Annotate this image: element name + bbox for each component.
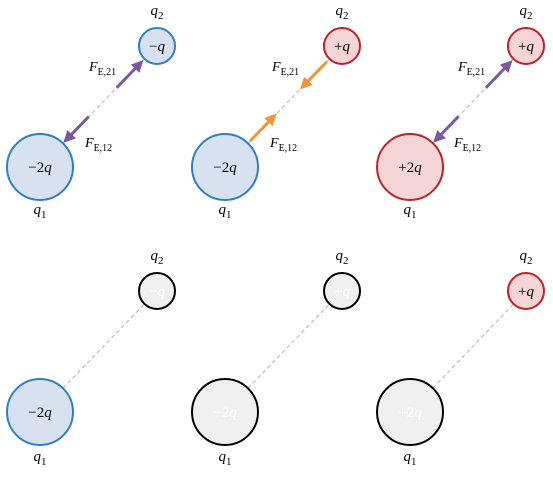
label-q1: q1 [404, 202, 417, 221]
panel-4: −2q −q q1 q2 [6, 248, 176, 468]
charge-q1 [6, 133, 74, 201]
connecting-line [247, 58, 330, 144]
connecting-line [62, 58, 145, 144]
charge-q1 [376, 133, 444, 201]
charge-q2-value: +q [518, 39, 534, 55]
force-label-12: FE,12 [84, 136, 112, 154]
force-arrow-21 [484, 60, 513, 89]
charge-q2 [507, 27, 545, 65]
label-q1: q1 [404, 449, 417, 468]
force-arrow-21 [300, 60, 328, 90]
label-q1: q1 [219, 449, 232, 468]
charge-q2 [138, 272, 176, 310]
force-arrow-12 [433, 115, 460, 143]
label-q1: q1 [34, 449, 47, 468]
force-label-21: FE,21 [271, 60, 299, 78]
label-q2: q2 [151, 3, 164, 22]
label-q2: q2 [520, 3, 533, 22]
charge-q2-value: +q [334, 39, 350, 55]
label-q2: q2 [520, 248, 533, 267]
panel-6: +2q +q q1 q2 [376, 248, 545, 468]
connecting-line [62, 303, 145, 389]
force-arrow-21 [115, 60, 144, 89]
charge-q1 [191, 378, 259, 446]
charge-q1-value: +2q [398, 160, 422, 176]
charge-q1 [6, 378, 74, 446]
charge-q1 [376, 378, 444, 446]
charge-q2-value: −q [149, 39, 165, 55]
label-q1: q1 [34, 202, 47, 221]
label-q1: q1 [219, 202, 232, 221]
charge-q1-value: −2q [213, 160, 237, 176]
label-q2: q2 [336, 3, 349, 22]
charge-q2 [323, 272, 361, 310]
force-arrow-12 [248, 113, 277, 143]
connecting-line [432, 58, 514, 144]
charge-q2-value: −q [149, 284, 165, 300]
charge-q2-value: +q [334, 284, 350, 300]
charge-q2-value: +q [518, 284, 534, 300]
force-label-21: FE,21 [88, 60, 116, 78]
charge-q1-value: +2q [398, 405, 422, 421]
force-label-12: FE,12 [453, 136, 481, 154]
label-q2: q2 [336, 248, 349, 267]
charge-q2 [507, 272, 545, 310]
force-arrow-12 [63, 115, 90, 143]
charge-q1-value: −2q [213, 405, 237, 421]
connecting-line [432, 303, 514, 389]
force-label-21: FE,21 [457, 60, 485, 78]
charge-q1 [191, 133, 259, 201]
label-q2: q2 [151, 248, 164, 267]
charge-q1-value: −2q [28, 405, 52, 421]
panel-5: −2q +q q1 q2 [191, 248, 361, 468]
charge-q2 [323, 27, 361, 65]
force-label-12: FE,12 [269, 136, 297, 154]
charge-q2 [138, 27, 176, 65]
connecting-line [247, 303, 330, 389]
charge-q1-value: −2q [28, 160, 52, 176]
